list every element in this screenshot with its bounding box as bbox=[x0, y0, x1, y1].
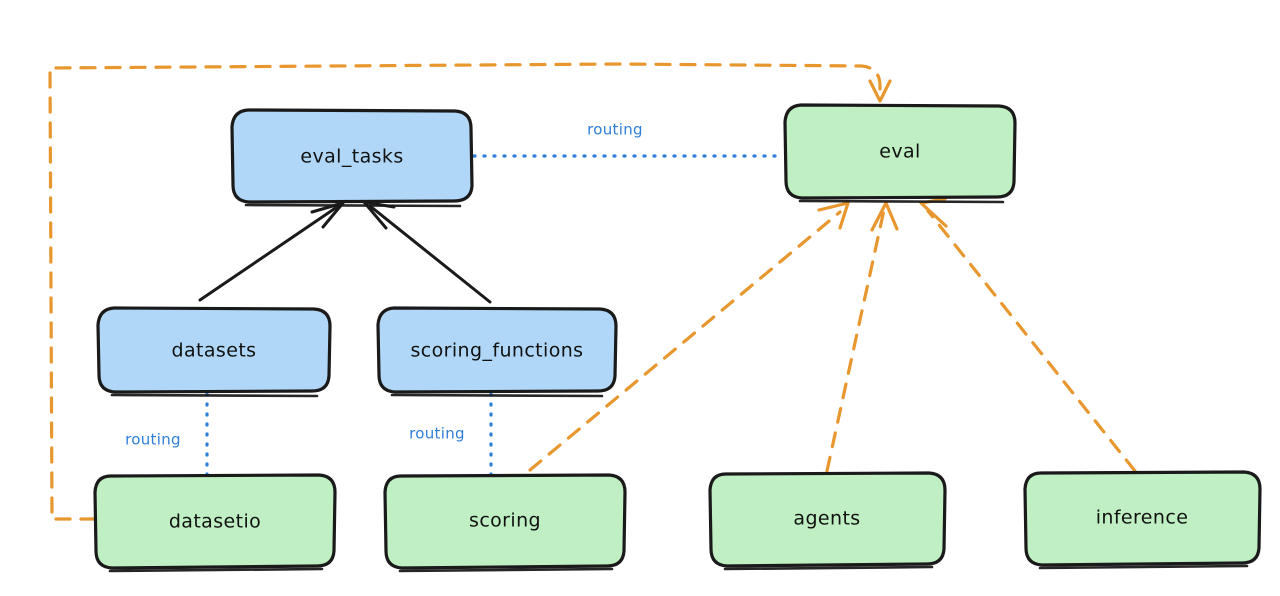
node-scoring-functions-label: scoring_functions bbox=[411, 340, 584, 362]
node-eval-box[interactable] bbox=[783, 103, 1017, 200]
node-eval-tasks[interactable]: eval_tasks bbox=[230, 108, 474, 208]
node-eval-tasks-label: eval_tasks bbox=[300, 146, 403, 168]
edge-inference-to-eval bbox=[919, 197, 1137, 473]
node-agents-shadow bbox=[723, 565, 934, 571]
edge-scoring-functions-to-eval-tasks bbox=[362, 200, 492, 304]
node-eval-tasks-shadow bbox=[244, 203, 462, 208]
node-scoring-label: scoring bbox=[469, 510, 541, 532]
node-scoring-box[interactable] bbox=[383, 473, 627, 570]
edge-label-routing-left: routing bbox=[125, 431, 181, 449]
node-agents[interactable]: agents bbox=[708, 471, 947, 571]
arrow-head-agents-eval bbox=[870, 201, 899, 232]
node-datasetio[interactable]: datasetio bbox=[93, 473, 337, 573]
edge-datasets-to-eval-tasks bbox=[198, 201, 345, 302]
edge-path-datasetio-eval bbox=[48, 62, 882, 521]
node-scoring[interactable]: scoring bbox=[383, 473, 627, 573]
arrow-head-datasetio-eval bbox=[868, 79, 892, 103]
node-datasets-label: datasets bbox=[172, 340, 257, 362]
edge-label-routing-middle: routing bbox=[409, 425, 465, 443]
node-datasetio-shadow bbox=[108, 567, 324, 573]
edge-path-datasets-eval-tasks bbox=[198, 205, 339, 302]
edge-agents-to-eval bbox=[825, 201, 899, 473]
edge-path-agents-eval bbox=[825, 208, 886, 473]
node-agents-box[interactable] bbox=[708, 471, 947, 568]
node-eval[interactable]: eval bbox=[783, 103, 1017, 204]
node-datasets[interactable]: datasets bbox=[96, 306, 332, 398]
node-datasets-shadow bbox=[110, 393, 319, 398]
node-eval-label: eval bbox=[879, 141, 920, 163]
node-scoring-shadow bbox=[398, 567, 614, 573]
edge-scoring-to-eval bbox=[528, 201, 850, 472]
node-agents-label: agents bbox=[793, 508, 860, 530]
node-eval-tasks-box[interactable] bbox=[230, 108, 474, 204]
node-eval-shadow bbox=[798, 199, 1005, 204]
edge-datasetio-to-eval bbox=[48, 62, 892, 521]
edge-path-scoring-eval bbox=[528, 210, 842, 472]
arrow-head-scoring-eval bbox=[817, 201, 850, 230]
node-scoring-functions-box[interactable] bbox=[376, 306, 618, 394]
node-inference-label: inference bbox=[1096, 507, 1189, 529]
node-scoring-functions[interactable]: scoring_functions bbox=[376, 306, 618, 398]
node-inference-box[interactable] bbox=[1023, 470, 1262, 567]
edge-label-routing-top: routing bbox=[587, 121, 643, 139]
node-datasets-box[interactable] bbox=[96, 306, 332, 394]
node-scoring-functions-shadow bbox=[390, 393, 604, 398]
edge-path-scoring-functions-eval-tasks bbox=[368, 204, 492, 304]
node-inference-shadow bbox=[1038, 564, 1249, 570]
node-datasetio-label: datasetio bbox=[169, 511, 261, 533]
node-datasetio-box[interactable] bbox=[93, 473, 337, 570]
arrow-head-inference-eval bbox=[919, 197, 948, 228]
edge-path-inference-eval bbox=[926, 209, 1137, 473]
node-inference[interactable]: inference bbox=[1023, 470, 1262, 570]
